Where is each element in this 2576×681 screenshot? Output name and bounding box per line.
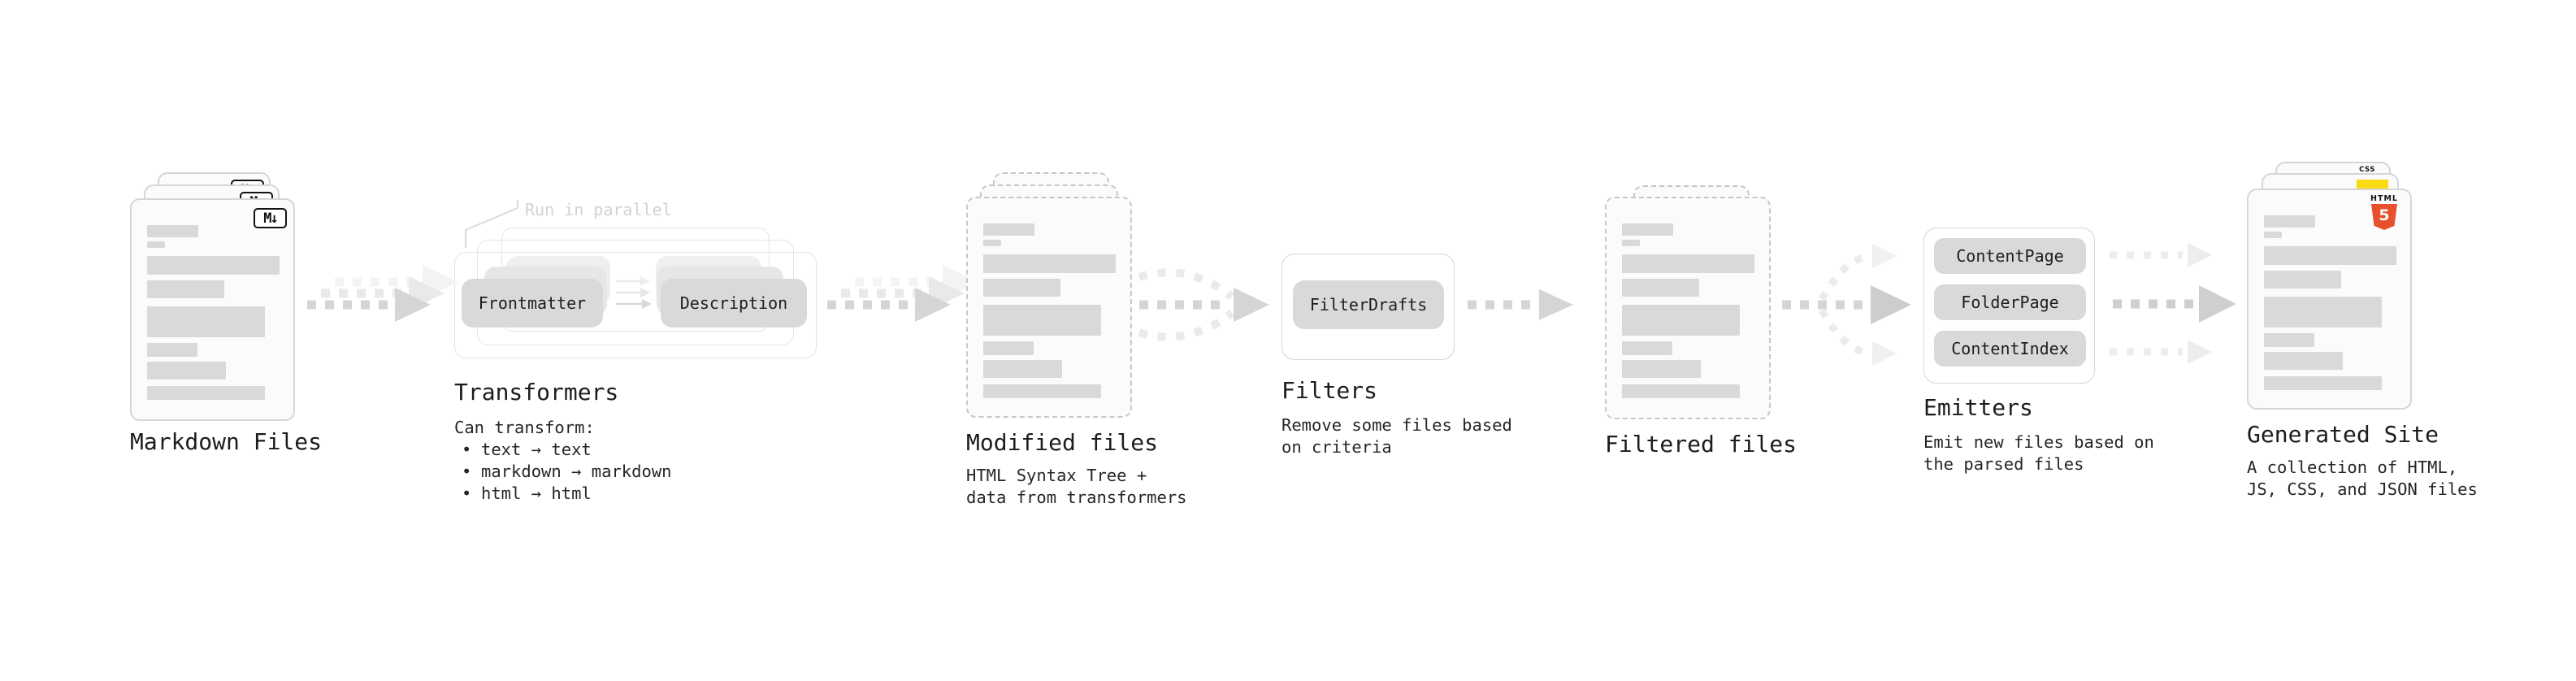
- placeholder-text-line: [1622, 360, 1701, 378]
- placeholder-text-line: [147, 362, 226, 380]
- placeholder-text-line: [1622, 341, 1672, 355]
- frontmatter-pill: Frontmatter: [462, 279, 603, 327]
- generated-site-subtitle: A collection of HTML, JS, CSS, and JSON …: [2247, 458, 2478, 499]
- html5-logo-number: 5: [2379, 206, 2390, 224]
- filtered-file-card-front: [1605, 197, 1771, 419]
- placeholder-text-line: [2264, 297, 2382, 327]
- placeholder-text-line: [147, 343, 197, 357]
- placeholder-text-line: [147, 256, 280, 275]
- placeholder-text-line: [1622, 254, 1754, 273]
- transformers-desc-heading: Can transform:: [454, 418, 595, 437]
- placeholder-text-line: [983, 384, 1101, 398]
- transformer-stack-box-front: [454, 252, 817, 358]
- arrow-transformers-to-modified: [827, 265, 978, 322]
- placeholder-text-line: [983, 223, 1034, 236]
- contentindex-pill: ContentIndex: [1934, 331, 2086, 367]
- placeholder-text-line: [147, 306, 265, 337]
- placeholder-text-line: [983, 341, 1034, 355]
- arrow-markdown-to-transformers: [307, 265, 458, 322]
- placeholder-text-line: [147, 241, 165, 248]
- markdown-file-card-front: M↓: [130, 198, 295, 421]
- placeholder-text-line: [2264, 271, 2341, 288]
- html5-logo-icon: HTML 5: [2366, 195, 2403, 231]
- markdown-icon: M↓: [254, 208, 287, 228]
- placeholder-text-line: [1622, 223, 1673, 236]
- placeholder-text-line: [983, 360, 1062, 378]
- markdown-files-title: Markdown Files: [130, 428, 323, 455]
- placeholder-text-line: [983, 279, 1060, 297]
- placeholder-text-line: [2264, 215, 2315, 228]
- placeholder-text-line: [2264, 352, 2343, 370]
- filtered-files-title: Filtered files: [1605, 431, 1798, 458]
- placeholder-text-line: [147, 225, 198, 237]
- bullet-item: html → html: [454, 483, 672, 505]
- placeholder-text-line: [1622, 305, 1740, 336]
- description-pill: Description: [661, 279, 807, 327]
- bullet-item: markdown → markdown: [454, 461, 672, 483]
- arrow-modified-to-filters: [1138, 268, 1269, 341]
- generated-site-title: Generated Site: [2247, 421, 2439, 448]
- transformers-bullet-list: text → text markdown → markdown html → h…: [454, 439, 672, 505]
- placeholder-text-line: [983, 254, 1116, 273]
- emitters-title: Emitters: [1923, 394, 2033, 421]
- modified-files-subtitle: HTML Syntax Tree + data from transformer…: [966, 466, 1187, 507]
- contentpage-pill: ContentPage: [1934, 238, 2086, 274]
- arrow-filters-to-filtered: [1468, 289, 1573, 320]
- placeholder-text-line: [147, 280, 224, 298]
- filterdrafts-pill: FilterDrafts: [1293, 280, 1444, 329]
- html5-logo-word: HTML: [2370, 194, 2398, 203]
- placeholder-text-line: [983, 240, 1001, 246]
- emitters-subtitle: Emit new files based on the parsed files: [1923, 432, 2154, 474]
- html5-logo-shield: 5: [2371, 204, 2397, 230]
- filters-title: Filters: [1281, 377, 1378, 404]
- modified-file-card-front: [966, 197, 1132, 418]
- modified-files-title: Modified files: [966, 429, 1159, 456]
- bullet-item: text → text: [454, 439, 672, 461]
- placeholder-text-line: [2264, 376, 2382, 390]
- placeholder-text-line: [1622, 384, 1740, 398]
- placeholder-text-line: [2264, 246, 2396, 265]
- run-in-parallel-note: Run in parallel: [525, 200, 672, 219]
- transformers-title: Transformers: [454, 379, 619, 406]
- placeholder-text-line: [983, 305, 1101, 336]
- placeholder-text-line: [1622, 279, 1699, 297]
- generated-html-file-card: HTML 5: [2247, 189, 2412, 410]
- placeholder-text-line: [147, 386, 265, 400]
- placeholder-text-line: [2264, 232, 2282, 238]
- folderpage-pill: FolderPage: [1934, 284, 2086, 320]
- css-logo-word: CSS: [2359, 166, 2375, 174]
- placeholder-text-line: [1622, 240, 1640, 246]
- arrow-emitters-to-generated: [2110, 243, 2236, 364]
- arrow-filtered-to-emitters: [1782, 244, 1911, 366]
- placeholder-text-line: [2264, 333, 2314, 347]
- filters-subtitle: Remove some files based on criteria: [1281, 415, 1512, 457]
